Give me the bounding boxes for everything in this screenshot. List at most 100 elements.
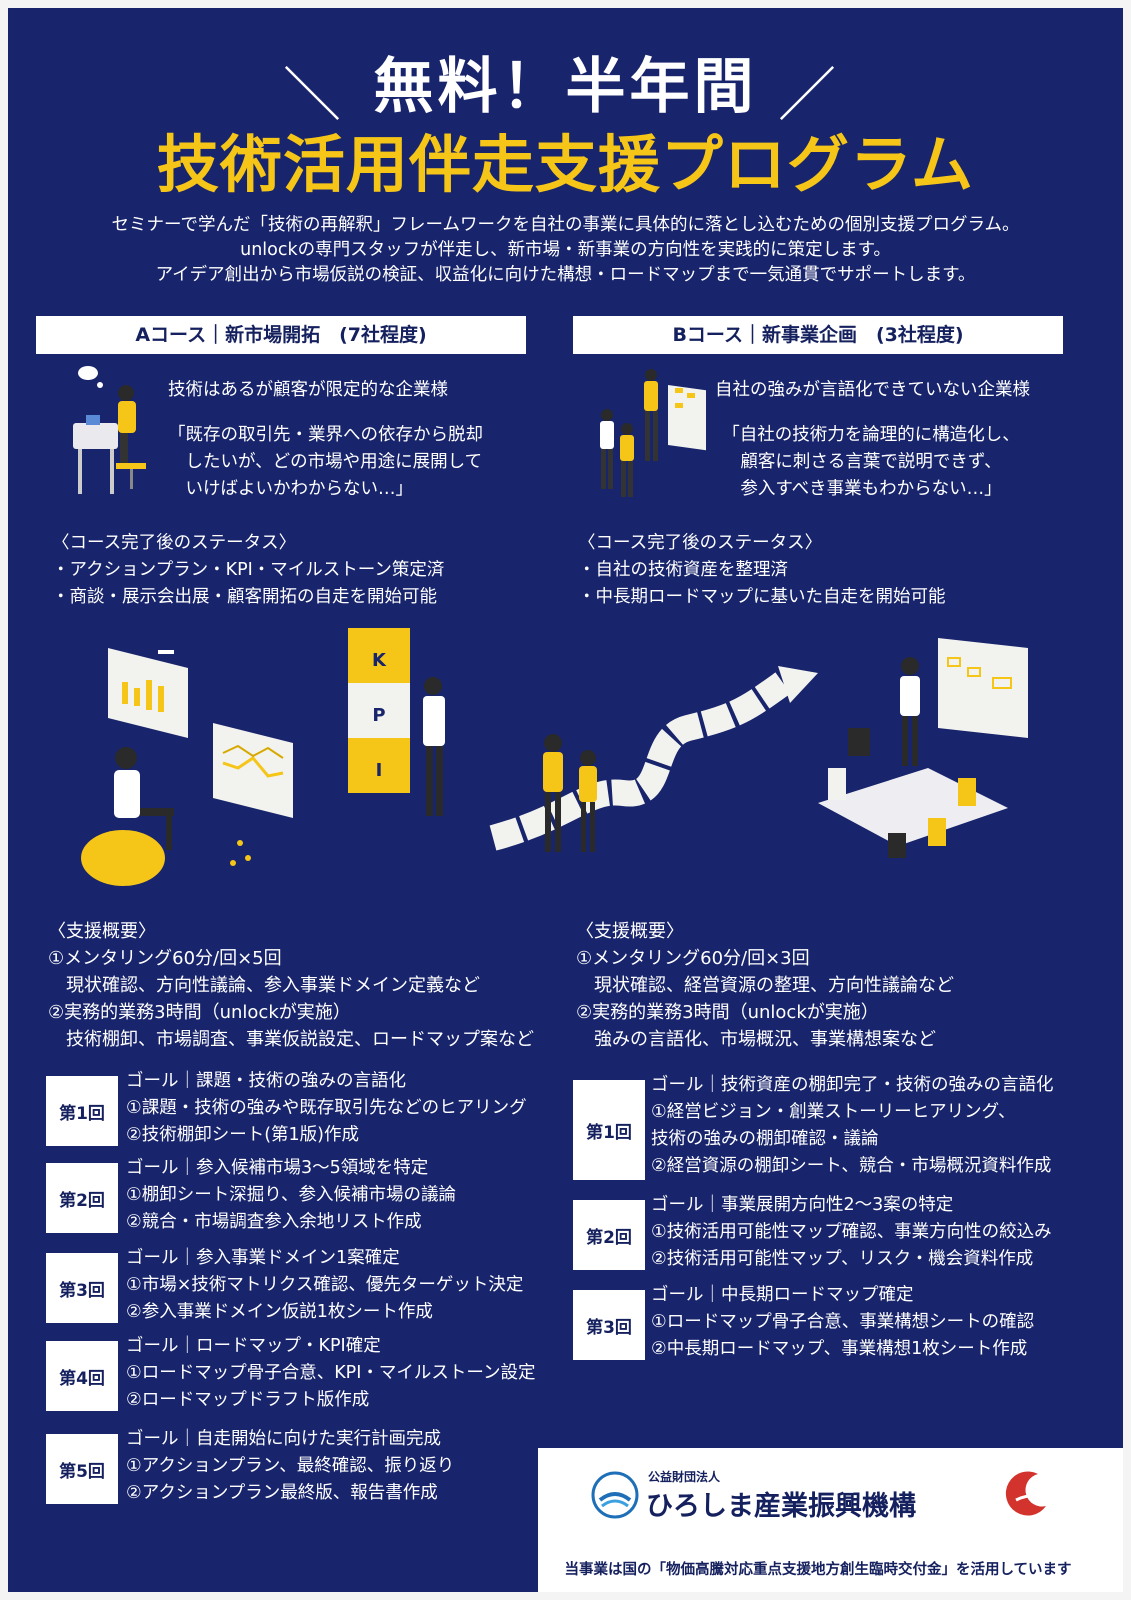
meeting-table-icon xyxy=(818,638,1028,858)
status-item: ・アクションプラン・KPI・マイルストーン策定済 xyxy=(52,560,445,580)
quote-line: 「自社の技術力を論理的に構造化し、 xyxy=(722,425,1020,445)
session-item: ①経営ビジョン・創業ストーリーヒアリング、 xyxy=(651,1102,1016,1122)
course-a-session-5: ゴール｜自走開始に向けた実行計画完成 ①アクションプラン、最終確認、振り返り ②… xyxy=(126,1426,454,1507)
session-item: ②競合・市場調査参入余地リスト作成 xyxy=(126,1212,422,1232)
overview-heading: 〈支援概要〉 xyxy=(576,921,684,942)
people-with-board-illustration xyxy=(583,363,713,503)
quote-line: いけばよいかわからない…」 xyxy=(168,479,413,499)
kpi-letter-k: K xyxy=(372,650,387,671)
course-a-overview: 〈支援概要〉 ①メンタリング60分/回×5回 現状確認、方向性議論、参入事業ドメ… xyxy=(48,918,534,1053)
course-b-session-1-label: 第1回 xyxy=(573,1080,645,1180)
session-item: ②ロードマップドラフト版作成 xyxy=(126,1390,370,1410)
course-b-target: 自社の強みが言語化できていない企業様 xyxy=(715,380,1030,400)
session-item: ①ロードマップ骨子合意、KPI・マイルストーン設定 xyxy=(126,1363,536,1383)
session-item: ②経営資源の棚卸シート、競合・市場概況資料作成 xyxy=(651,1156,1052,1176)
course-b-session-1: ゴール｜技術資産の棚卸完了・技術の強みの言語化 ①経営ビジョン・創業ストーリーヒ… xyxy=(651,1072,1054,1180)
person-on-beanbag-icon xyxy=(81,747,251,886)
course-b-quote: 「自社の技術力を論理的に構造化し、 顧客に刺さる言葉で説明できず、 参入すべき事… xyxy=(721,422,1021,503)
quote-line: したいが、どの市場や用途に展開して xyxy=(168,452,483,472)
session-goal: ゴール｜参入事業ドメイン1案確定 xyxy=(126,1248,400,1268)
course-b-session-2: ゴール｜事業展開方向性2～3案の特定 ①技術活用可能性マップ確認、事業方向性の絞… xyxy=(651,1192,1052,1273)
slash-right: ／ xyxy=(778,61,837,129)
overview-line: 強みの言語化、市場概況、事業構想案など xyxy=(576,1029,936,1050)
status-heading: 〈コース完了後のステータス〉 xyxy=(578,533,823,553)
organization-type: 公益財団法人 xyxy=(648,1470,721,1484)
course-a-session-3-label: 第3回 xyxy=(46,1253,118,1323)
course-a-session-2-label: 第2回 xyxy=(46,1163,118,1233)
session-item: ②参入事業ドメイン仮説1枚シート作成 xyxy=(126,1302,433,1322)
course-b-status: 〈コース完了後のステータス〉 ・自社の技術資産を整理済 ・中長期ロードマップに基… xyxy=(578,530,946,611)
kpi-letter-i: I xyxy=(376,760,383,781)
quote-line: 「既存の取引先・業界への依存から脱却 xyxy=(168,425,483,445)
session-item: ①棚卸シート深掘り、参入候補市場の議論 xyxy=(126,1185,456,1205)
session-item: ①アクションプラン、最終確認、振り返り xyxy=(126,1456,455,1476)
course-a-session-4-label: 第4回 xyxy=(46,1341,118,1411)
kpi-letter-p: P xyxy=(372,705,385,726)
course-a-session-4: ゴール｜ロードマップ・KPI確定 ①ロードマップ骨子合意、KPI・マイルストーン… xyxy=(126,1333,536,1414)
session-goal: ゴール｜課題・技術の強みの言語化 xyxy=(126,1071,406,1091)
course-a-title: Aコース｜新市場開拓 (7社程度) xyxy=(36,316,526,354)
session-item: ①市場×技術マトリクス確認、優先ターゲット決定 xyxy=(126,1275,524,1295)
overview-line: ②実務的業務3時間（unlockが実施） xyxy=(48,1002,351,1023)
status-item: ・自社の技術資産を整理済 xyxy=(578,560,788,580)
organization-name: ひろしま産業振興機構 xyxy=(646,1491,916,1522)
poster: ＼ 無料！半年間 ／ 技術活用伴走支援プログラム セミナーで学んだ「技術の再解釈… xyxy=(8,8,1123,1592)
course-b-overview: 〈支援概要〉 ①メンタリング60分/回×3回 現状確認、経営資源の整理、方向性議… xyxy=(576,918,954,1053)
kpi-blocks-icon: K P I xyxy=(348,628,445,816)
session-item: ①課題・技術の強みや既存取引先などのヒアリング xyxy=(126,1098,527,1118)
session-item: ②技術棚卸シート(第1版)作成 xyxy=(126,1125,359,1145)
central-illustration: K P I xyxy=(48,618,1088,908)
session-goal: ゴール｜中長期ロードマップ確定 xyxy=(651,1285,914,1305)
overview-line: 現状確認、経営資源の整理、方向性議論など xyxy=(576,975,954,996)
status-item: ・中長期ロードマップに基いた自走を開始可能 xyxy=(578,587,946,607)
course-a-session-5-label: 第5回 xyxy=(46,1434,118,1504)
overview-line: ①メンタリング60分/回×5回 xyxy=(48,948,282,969)
bar-chart-board-icon xyxy=(108,648,188,738)
intro-line: セミナーで学んだ「技術の再解釈」フレームワークを自社の事業に具体的に落とし込むた… xyxy=(111,215,1020,235)
session-item: 技術の強みの棚卸確認・議論 xyxy=(651,1129,879,1149)
funding-note: 当事業は国の「物価高騰対応重点支援地方創生臨時交付金」を活用しています xyxy=(564,1562,1072,1578)
winding-road-icon xyxy=(489,666,818,852)
session-item: ①ロードマップ骨子合意、事業構想シートの確認 xyxy=(651,1312,1035,1332)
status-item: ・商談・展示会出展・顧客開拓の自走を開始可能 xyxy=(52,587,437,607)
organization-emblem-icon xyxy=(590,1470,640,1524)
session-goal: ゴール｜参入候補市場3～5領域を特定 xyxy=(126,1158,429,1178)
session-item: ①技術活用可能性マップ確認、事業方向性の絞込み xyxy=(651,1222,1052,1242)
prefecture-logo-icon xyxy=(998,1466,1054,1526)
course-a-session-1-label: 第1回 xyxy=(46,1076,118,1146)
overview-line: ②実務的業務3時間（unlockが実施） xyxy=(576,1002,879,1023)
slash-left: ＼ xyxy=(283,61,342,129)
overview-line: 技術棚卸、市場調査、事業仮説設定、ロードマップ案など xyxy=(48,1029,534,1050)
status-heading: 〈コース完了後のステータス〉 xyxy=(52,533,297,553)
footer-panel: 公益財団法人 ひろしま産業振興機構 当事業は国の「物価高騰対応重点支援地方創生臨… xyxy=(538,1448,1123,1592)
course-a-session-1: ゴール｜課題・技術の強みの言語化 ①課題・技術の強みや既存取引先などのヒアリング… xyxy=(126,1068,527,1149)
course-b-session-3: ゴール｜中長期ロードマップ確定 ①ロードマップ骨子合意、事業構想シートの確認 ②… xyxy=(651,1282,1034,1363)
intro-text: セミナーで学んだ「技術の再解釈」フレームワークを自社の事業に具体的に落とし込むた… xyxy=(28,213,1103,288)
course-a-quote: 「既存の取引先・業界への依存から脱却 したいが、どの市場や用途に展開して いけば… xyxy=(168,422,483,503)
headline-free-half-year: 無料！半年間 xyxy=(373,52,758,122)
headline-program-title: 技術活用伴走支援プログラム xyxy=(156,128,975,201)
quote-line: 参入すべき事業もわからない…」 xyxy=(740,479,1002,499)
intro-line: アイデア創出から市場仮説の検証、収益化に向けた構想・ロードマップまで一気通貫でサ… xyxy=(155,265,976,285)
overview-heading: 〈支援概要〉 xyxy=(48,921,156,942)
course-a-target: 技術はあるが顧客が限定的な企業様 xyxy=(168,380,448,400)
quote-line: 顧客に刺さる言葉で説明できず、 xyxy=(740,452,1002,472)
course-a-session-2: ゴール｜参入候補市場3～5領域を特定 ①棚卸シート深掘り、参入候補市場の議論 ②… xyxy=(126,1155,456,1236)
person-at-desk-illustration xyxy=(58,363,158,503)
session-item: ②技術活用可能性マップ、リスク・機会資料作成 xyxy=(651,1249,1034,1269)
course-a-status: 〈コース完了後のステータス〉 ・アクションプラン・KPI・マイルストーン策定済 … xyxy=(52,530,444,611)
session-goal: ゴール｜自走開始に向けた実行計画完成 xyxy=(126,1429,441,1449)
session-goal: ゴール｜事業展開方向性2～3案の特定 xyxy=(651,1195,954,1215)
overview-line: ①メンタリング60分/回×3回 xyxy=(576,948,810,969)
course-b-session-3-label: 第3回 xyxy=(573,1290,645,1360)
line-chart-board-icon xyxy=(213,723,293,818)
session-goal: ゴール｜技術資産の棚卸完了・技術の強みの言語化 xyxy=(651,1075,1054,1095)
course-a-session-3: ゴール｜参入事業ドメイン1案確定 ①市場×技術マトリクス確認、優先ターゲット決定… xyxy=(126,1245,523,1326)
session-goal: ゴール｜ロードマップ・KPI確定 xyxy=(126,1336,381,1356)
overview-line: 現状確認、方向性議論、参入事業ドメイン定義など xyxy=(48,975,480,996)
session-item: ②中長期ロードマップ、事業構想1枚シート作成 xyxy=(651,1339,1028,1359)
intro-line: unlockの専門スタッフが伴走し、新市場・新事業の方向性を実践的に策定します。 xyxy=(240,240,891,260)
session-item: ②アクションプラン最終版、報告書作成 xyxy=(126,1483,438,1503)
course-b-session-2-label: 第2回 xyxy=(573,1200,645,1270)
course-b-title: Bコース｜新事業企画 (3社程度) xyxy=(573,316,1063,354)
